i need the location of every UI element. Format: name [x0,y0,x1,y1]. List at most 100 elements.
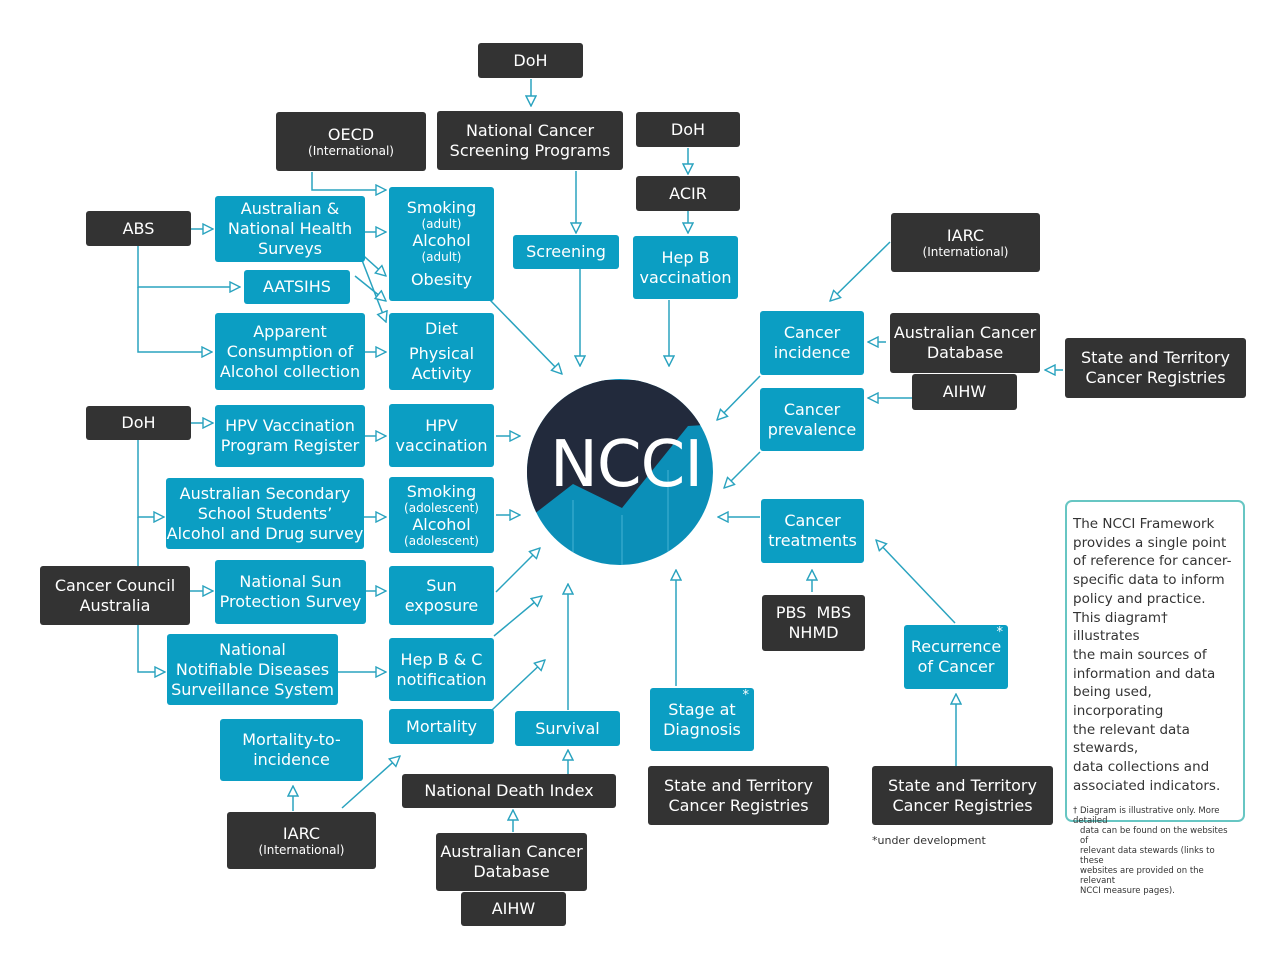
cancer-treatments-indicator: Cancer treatments [761,499,864,563]
footnote-line: relevant data stewards (links to these [1080,845,1215,866]
aatsihs-node: AATSIHS [244,270,350,304]
survival-label: Survival [535,718,600,738]
hpv-vaccination-register-node: HPV Vaccination Program Register [215,405,365,467]
assad-line-1: Australian Secondary [179,483,351,503]
health-surveys-line-2: National Health [227,219,353,238]
registries3-line-1: State and Territory [664,775,813,795]
under-development-legend: *under development [872,834,986,847]
notifiable-line-1: National [219,639,286,659]
note-line: policy and practice. [1073,590,1206,607]
note-line: information and data [1073,665,1216,682]
state-territory-registries-right-node: State and Territory Cancer Registries [1065,338,1246,398]
acd-bottom-line-1: Australian Cancer [440,842,583,861]
adult-sublabel-2: (adult) [421,250,462,264]
physical-line-1: Physical [408,344,475,363]
hepb-line-1: Hep B [661,247,710,267]
hep-bc-notification-indicator: Hep B & C notification [389,638,494,701]
alcohol-label: Alcohol [412,231,471,250]
sun-line-1: Sun [426,575,457,595]
cancer-council-australia-node: Cancer Council Australia [40,566,190,625]
cancer-prevalence-indicator: Cancer prevalence [760,388,864,451]
state-territory-registries-bottom-node: State and Territory Cancer Registries [648,766,829,825]
abs-label: ABS [122,218,155,238]
footnote-line: † Diagram is illustrative only. More det… [1073,805,1220,826]
sun-survey-line-1: National Sun [239,572,342,591]
mti-line-1: Mortality-to- [242,730,341,749]
sun-line-2: exposure [404,595,479,615]
treatments-line-1: Cancer [784,511,841,530]
iarc-bottom-label: IARC [282,824,321,843]
cancer-council-line-1: Cancer Council [54,575,176,595]
adolescent-sublabel: (adolescent) [404,501,479,515]
hepb-line-2: vaccination [639,267,732,287]
recurrence-line-2: of Cancer [917,657,995,676]
note-line: specific data to inform [1073,572,1225,589]
smoking-alcohol-obesity-indicator: Smoking (adult) Alcohol (adult) Obesity [389,187,494,301]
mortality-label: Mortality [406,716,477,736]
oecd-node: OECD (International) [276,112,426,171]
ndi-label: National Death Index [424,781,594,800]
iarc-right-node: IARC (International) [891,213,1040,272]
registries-right-line-2: Cancer Registries [1085,368,1226,387]
note-line: associated indicators. [1073,777,1221,794]
hepbc-line-1: Hep B & C [400,649,483,669]
smoking-label: Smoking [406,198,477,217]
hepbc-line-2: notification [396,669,487,689]
aihw-right-label: AIHW [942,382,987,401]
registries2-line-1: State and Territory [888,775,1037,795]
doh2-label: DoH [670,119,706,139]
hpv-line-2: vaccination [395,435,488,455]
notifiable-line-3: Surveillance System [171,679,334,699]
hpv-register-line-2: Program Register [220,436,360,455]
alcohol-collection-line-2: Consumption of [226,341,354,361]
hpv-line-1: HPV [425,415,458,435]
recurrence-of-cancer-indicator: * Recurrence of Cancer [904,625,1008,689]
aihw-bottom-node: AIHW [461,892,566,926]
nhmd-label: NHMD [788,623,839,642]
framework-description-panel: The NCCI Framework provides a single poi… [1065,500,1245,896]
footnote-line: websites are provided on the relevant [1080,865,1204,886]
framework-description-text: The NCCI Framework provides a single poi… [1073,515,1237,796]
diet-label: Diet [425,319,458,338]
assad-line-3: Alcohol and Drug survey [166,523,364,543]
acd-right-line-1: Australian Cancer [893,323,1037,342]
aihw-right-node: AIHW [912,374,1017,410]
mti-line-2: incidence [253,750,330,769]
health-surveys-line-1: Australian & [240,199,340,218]
screening-label: Screening [526,242,606,261]
screening-indicator: Screening [513,235,619,269]
notifiable-line-2: Notifiable Diseases [175,659,330,679]
doh-label: DoH [513,50,548,70]
oecd-sublabel: (International) [308,144,394,158]
doh-top-node: DoH [478,43,583,78]
adult-sublabel: (adult) [421,217,462,231]
hpv-register-line-1: HPV Vaccination [225,416,355,435]
sun-survey-line-2: Protection Survey [219,592,362,611]
alcohol-collection-line-1: Apparent [253,321,327,341]
registries2-line-2: Cancer Registries [892,795,1033,815]
note-line: of reference for cancer- [1073,553,1232,570]
prevalence-line-1: Cancer [783,399,841,419]
incidence-line-2: incidence [773,343,851,362]
note-line: the main sources of [1073,646,1207,663]
mortality-indicator: Mortality [389,709,494,744]
stage-line-2: Diagnosis [663,719,741,739]
iarc-right-sublabel: (International) [922,245,1009,259]
note-line: This diagram† illustrates [1073,609,1168,645]
national-cancer-screening-programs-node: National Cancer Screening Programs [437,111,623,170]
note-line: the relevant data stewards, [1073,721,1190,757]
australian-cancer-database-bottom-node: Australian Cancer Database [436,833,587,891]
stage-at-diagnosis-indicator: * Stage at Diagnosis [650,688,754,751]
aatsihs-label: AATSIHS [263,277,331,296]
screening-programs-line-1: National Cancer [465,120,595,140]
abs-node: ABS [86,211,191,246]
note-line: provides a single point [1073,534,1227,551]
acir-node: ACIR [636,176,740,211]
acd-right-line-2: Database [926,343,1004,362]
iarc-right-label: IARC [946,226,985,245]
footnote-line: data can be found on the websites of [1080,825,1228,846]
health-surveys-line-3: Surveys [258,239,322,258]
australian-national-health-surveys-node: Australian & National Health Surveys [215,196,365,262]
sun-exposure-indicator: Sun exposure [389,566,494,625]
